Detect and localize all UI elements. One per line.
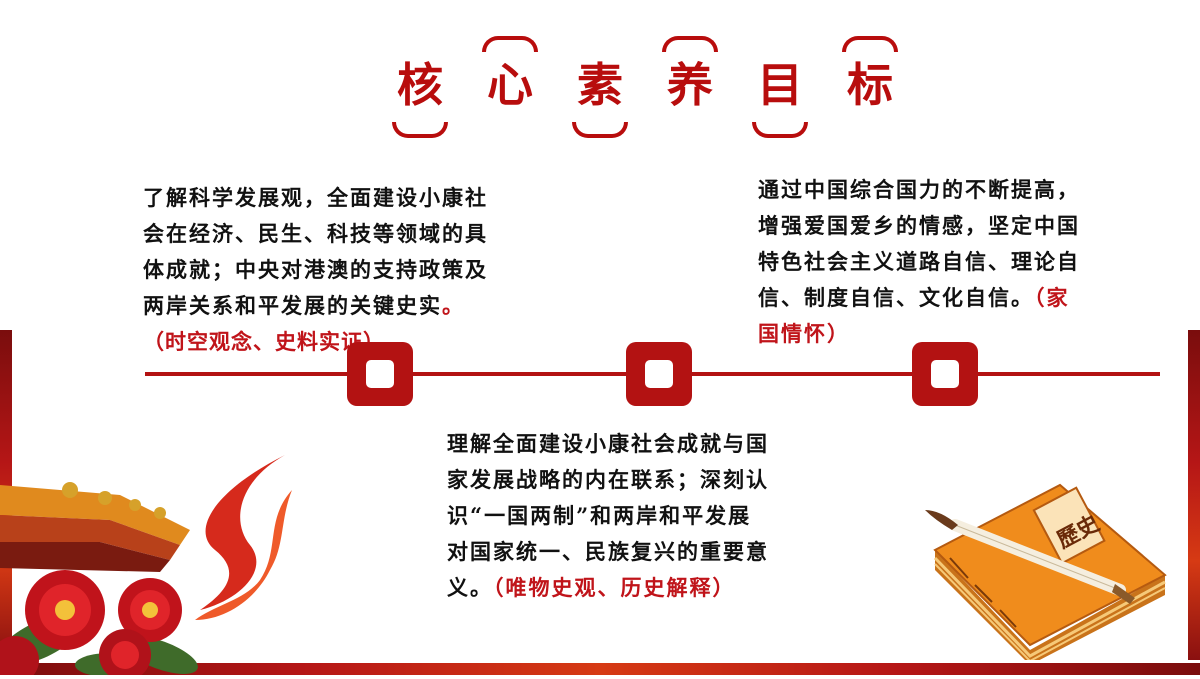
title-char-3: 素 — [577, 58, 623, 112]
timeline-node-2 — [626, 342, 692, 406]
goal-right-line-3: 特色社会主义道路自信、理论自 — [758, 249, 1080, 274]
title-arc-top-2 — [482, 36, 538, 52]
goal-right-line-4-text: 信、制度自信、文化自信。 — [758, 285, 1034, 310]
goal-right-literacy-tag-end: 国情怀） — [758, 321, 850, 346]
goal-bottom-literacy-tag: （唯物史观、历史解释） — [493, 575, 736, 600]
goal-left-line-4-end: 。 — [442, 293, 465, 318]
goal-left-line-4-text: 两岸关系和平发展的关键史实 — [143, 293, 442, 318]
goal-bottom-line-5-text: 义。 — [447, 575, 493, 600]
goal-left-line-3: 体成就；中央对港澳的支持政策及 — [143, 257, 488, 282]
title-arc-top-4 — [662, 36, 718, 52]
title-arc-bottom-3 — [572, 122, 628, 138]
goal-bottom-line-1: 理解全面建设小康社会成就与国 — [447, 431, 769, 456]
goal-bottom-line-3: 识“一国两制”和两岸和平发展 — [447, 503, 752, 528]
history-book-decoration: 歷史 — [920, 480, 1170, 665]
bottom-decor-band — [0, 663, 1200, 675]
goal-left-line-4: 两岸关系和平发展的关键史实。 — [143, 288, 583, 324]
goal-bottom-line-5: 义。（唯物史观、历史解释） — [447, 570, 867, 606]
timeline-node-3 — [912, 342, 978, 406]
history-book-icon: 歷史 — [925, 483, 1167, 665]
title-char-5: 目 — [757, 58, 803, 112]
goal-block-right: 通过中国综合国力的不断提高， 增强爱国爱乡的情感，坚定中国 特色社会主义道路自信… — [758, 172, 1178, 352]
page-title: 核 心 素 养 目 标 — [380, 36, 920, 138]
title-arc-bottom-1 — [392, 122, 448, 138]
goal-right-literacy-tag-start: （家 — [1034, 285, 1070, 310]
goal-left-line-1: 了解科学发展观，全面建设小康社 — [143, 185, 488, 210]
title-char-6: 标 — [847, 58, 893, 112]
palace-peony-illustration — [0, 455, 292, 679]
right-decor-band — [1188, 330, 1200, 660]
goal-right-line-4: 信、制度自信、文化自信。（家 — [758, 280, 1178, 316]
goal-left-literacy-tag: （时空观念、史料实证） — [143, 329, 385, 354]
timeline-node-1 — [347, 342, 413, 406]
goal-block-left: 了解科学发展观，全面建设小康社 会在经济、民生、科技等领域的具 体成就；中央对港… — [143, 180, 583, 360]
title-char-1: 核 — [397, 58, 443, 112]
title-char-2: 心 — [487, 58, 533, 112]
palace-peony-decoration — [0, 450, 300, 679]
title-char-4: 养 — [667, 58, 713, 112]
goal-right-line-1: 通过中国综合国力的不断提高， — [758, 177, 1080, 202]
goal-right-line-2: 增强爱国爱乡的情感，坚定中国 — [758, 213, 1080, 238]
title-arc-top-6 — [842, 36, 898, 52]
goal-bottom-line-2: 家发展战略的内在联系；深刻认 — [447, 467, 769, 492]
title-arc-bottom-5 — [752, 122, 808, 138]
goal-bottom-line-4: 对国家统一、民族复兴的重要意 — [447, 539, 769, 564]
goal-left-line-2: 会在经济、民生、科技等领域的具 — [143, 221, 488, 246]
goal-block-bottom: 理解全面建设小康社会成就与国 家发展战略的内在联系；深刻认 识“一国两制”和两岸… — [447, 426, 867, 606]
